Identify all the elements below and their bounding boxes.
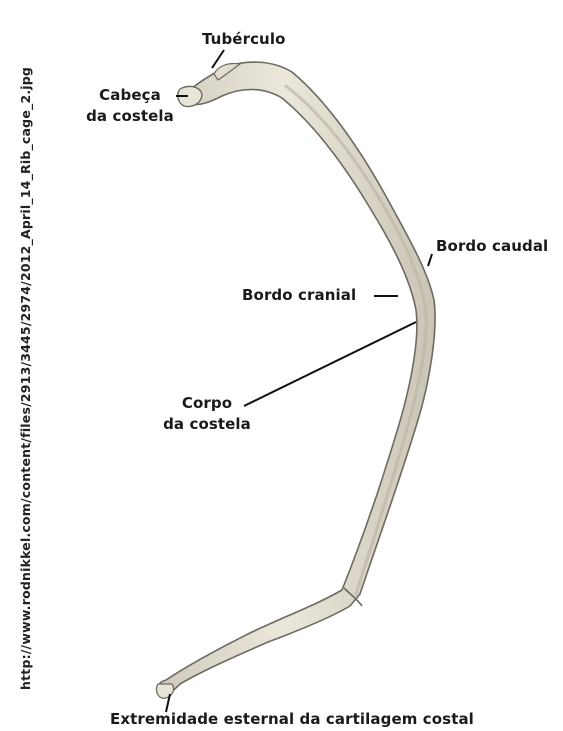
leader-corpo	[244, 322, 416, 406]
leader-tuberculo	[212, 50, 224, 68]
label-tuberculo: Tubérculo	[202, 30, 286, 49]
label-cabeca-da-costela: Cabeça da costela	[84, 86, 176, 126]
label-cabeca-line1: Cabeça	[84, 86, 176, 105]
rib-body	[158, 62, 435, 695]
label-extremidade-esternal: Extremidade esternal da cartilagem costa…	[110, 710, 474, 729]
label-corpo-line2: da costela	[152, 415, 262, 434]
label-cabeca-line2: da costela	[84, 107, 176, 126]
rib-shading	[286, 86, 426, 594]
sternal-end	[156, 684, 173, 698]
leader-bordo-caudal	[428, 254, 432, 266]
label-bordo-caudal: Bordo caudal	[436, 237, 548, 256]
label-bordo-cranial: Bordo cranial	[242, 286, 356, 305]
label-corpo-da-costela: Corpo da costela	[152, 394, 262, 434]
label-corpo-line1: Corpo	[152, 394, 262, 413]
source-credit: http://www.rodnikkel.com/content/files/2…	[18, 67, 33, 690]
